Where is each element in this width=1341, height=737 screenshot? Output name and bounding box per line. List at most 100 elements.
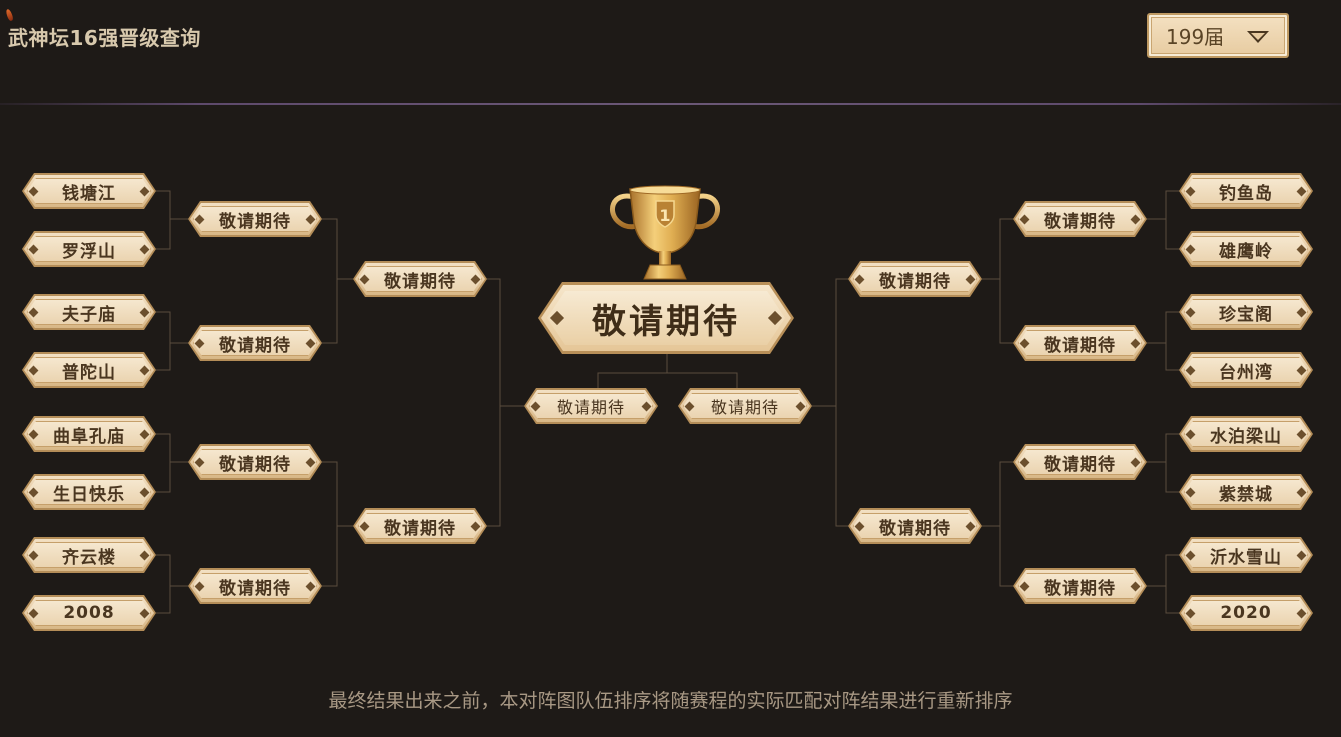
champion-label: 敬请期待 xyxy=(592,301,740,342)
plate-label: 敬请期待 xyxy=(219,211,291,232)
match-plate-left-r2-3[interactable]: 敬请期待 xyxy=(188,444,322,480)
team-plate-right-r1-2[interactable]: 雄鹰岭 xyxy=(1179,231,1313,267)
team-plate-left-r1-6[interactable]: 生日快乐 xyxy=(22,474,156,510)
diamond-ornament-icon xyxy=(1186,429,1196,439)
plate-label: 钱塘江 xyxy=(62,183,116,204)
team-plate-right-r1-5[interactable]: 水泊梁山 xyxy=(1179,416,1313,452)
diamond-ornament-icon xyxy=(140,244,150,254)
semifinal-plate-right[interactable]: 敬请期待 xyxy=(678,388,812,424)
bracket-line xyxy=(322,461,338,587)
team-plate-left-r1-1[interactable]: 钱塘江 xyxy=(22,173,156,209)
diamond-ornament-icon xyxy=(140,365,150,375)
diamond-ornament-icon xyxy=(140,550,150,560)
plate-label: 2020 xyxy=(1220,603,1272,623)
plate-label: 钓鱼岛 xyxy=(1219,183,1273,204)
diamond-ornament-icon xyxy=(550,311,564,325)
team-plate-right-r1-4[interactable]: 台州湾 xyxy=(1179,352,1313,388)
diamond-ornament-icon xyxy=(1186,307,1196,317)
diamond-ornament-icon xyxy=(1131,338,1141,348)
plate-label: 敬请期待 xyxy=(1044,335,1116,356)
plate-label: 敬请期待 xyxy=(1044,454,1116,475)
diamond-ornament-icon xyxy=(29,608,39,618)
diamond-ornament-icon xyxy=(29,307,39,317)
diamond-ornament-icon xyxy=(1131,214,1141,224)
diamond-ornament-icon xyxy=(195,338,205,348)
bracket-line xyxy=(1165,433,1179,493)
match-plate-right-r3-2[interactable]: 敬请期待 xyxy=(848,508,982,544)
diamond-ornament-icon xyxy=(1131,581,1141,591)
diamond-ornament-icon xyxy=(1186,365,1196,375)
diamond-ornament-icon xyxy=(29,550,39,560)
champion-plate[interactable]: 敬请期待 xyxy=(538,282,794,354)
diamond-ornament-icon xyxy=(1186,487,1196,497)
plate-label: 台州湾 xyxy=(1219,362,1273,383)
diamond-ornament-icon xyxy=(855,274,865,284)
match-plate-left-r2-1[interactable]: 敬请期待 xyxy=(188,201,322,237)
diamond-ornament-icon xyxy=(140,487,150,497)
diamond-ornament-icon xyxy=(195,214,205,224)
team-plate-right-r1-3[interactable]: 珍宝阁 xyxy=(1179,294,1313,330)
bracket-line xyxy=(1165,311,1179,371)
bracket-line xyxy=(156,433,171,493)
diamond-ornament-icon xyxy=(1297,365,1307,375)
diamond-ornament-icon xyxy=(360,274,370,284)
diamond-ornament-icon xyxy=(1020,581,1030,591)
team-plate-left-r1-5[interactable]: 曲阜孔庙 xyxy=(22,416,156,452)
team-plate-left-r1-2[interactable]: 罗浮山 xyxy=(22,231,156,267)
diamond-ornament-icon xyxy=(1297,550,1307,560)
trophy-icon: 1 xyxy=(610,185,720,280)
diamond-ornament-icon xyxy=(1297,608,1307,618)
page-title: 武神坛16强晋级查询 xyxy=(8,26,201,50)
diamond-ornament-icon xyxy=(1131,457,1141,467)
diamond-ornament-icon xyxy=(195,457,205,467)
plate-label: 敬请期待 xyxy=(384,518,456,539)
team-plate-left-r1-4[interactable]: 普陀山 xyxy=(22,352,156,388)
bracket-line xyxy=(156,554,171,614)
plate-label: 雄鹰岭 xyxy=(1219,241,1273,262)
team-plate-left-r1-3[interactable]: 夫子庙 xyxy=(22,294,156,330)
team-plate-right-r1-8[interactable]: 2020 xyxy=(1179,595,1313,631)
team-plate-right-r1-6[interactable]: 紫禁城 xyxy=(1179,474,1313,510)
diamond-ornament-icon xyxy=(140,307,150,317)
plate-label: 珍宝阁 xyxy=(1219,304,1273,325)
diamond-ornament-icon xyxy=(768,311,782,325)
match-plate-left-r3-1[interactable]: 敬请期待 xyxy=(353,261,487,297)
diamond-ornament-icon xyxy=(1186,244,1196,254)
plate-label: 生日快乐 xyxy=(53,484,125,505)
match-plate-right-r2-1[interactable]: 敬请期待 xyxy=(1013,201,1147,237)
header-divider xyxy=(0,103,1341,105)
plate-label: 敬请期待 xyxy=(556,398,625,417)
team-plate-right-r1-7[interactable]: 沂水雪山 xyxy=(1179,537,1313,573)
plate-label: 齐云楼 xyxy=(62,547,116,568)
match-plate-right-r3-1[interactable]: 敬请期待 xyxy=(848,261,982,297)
diamond-ornament-icon xyxy=(966,521,976,531)
plate-label: 敬请期待 xyxy=(219,335,291,356)
match-plate-right-r2-4[interactable]: 敬请期待 xyxy=(1013,568,1147,604)
diamond-ornament-icon xyxy=(1186,608,1196,618)
semifinal-plate-left[interactable]: 敬请期待 xyxy=(524,388,658,424)
diamond-ornament-icon xyxy=(1186,186,1196,196)
match-plate-right-r2-3[interactable]: 敬请期待 xyxy=(1013,444,1147,480)
team-plate-right-r1-1[interactable]: 钓鱼岛 xyxy=(1179,173,1313,209)
season-dropdown[interactable]: 199届 xyxy=(1147,13,1289,58)
diamond-ornament-icon xyxy=(685,401,695,411)
diamond-ornament-icon xyxy=(1297,307,1307,317)
diamond-ornament-icon xyxy=(471,521,481,531)
team-plate-left-r1-7[interactable]: 齐云楼 xyxy=(22,537,156,573)
diamond-ornament-icon xyxy=(306,214,316,224)
diamond-ornament-icon xyxy=(29,186,39,196)
plate-label: 敬请期待 xyxy=(219,454,291,475)
diamond-ornament-icon xyxy=(1020,214,1030,224)
diamond-ornament-icon xyxy=(306,338,316,348)
match-plate-left-r2-2[interactable]: 敬请期待 xyxy=(188,325,322,361)
plate-label: 曲阜孔庙 xyxy=(53,426,125,447)
diamond-ornament-icon xyxy=(1020,338,1030,348)
team-plate-left-r1-8[interactable]: 2008 xyxy=(22,595,156,631)
match-plate-left-r3-2[interactable]: 敬请期待 xyxy=(353,508,487,544)
diamond-ornament-icon xyxy=(471,274,481,284)
match-plate-right-r2-2[interactable]: 敬请期待 xyxy=(1013,325,1147,361)
bracket-line xyxy=(156,190,171,250)
match-plate-left-r2-4[interactable]: 敬请期待 xyxy=(188,568,322,604)
diamond-ornament-icon xyxy=(140,429,150,439)
